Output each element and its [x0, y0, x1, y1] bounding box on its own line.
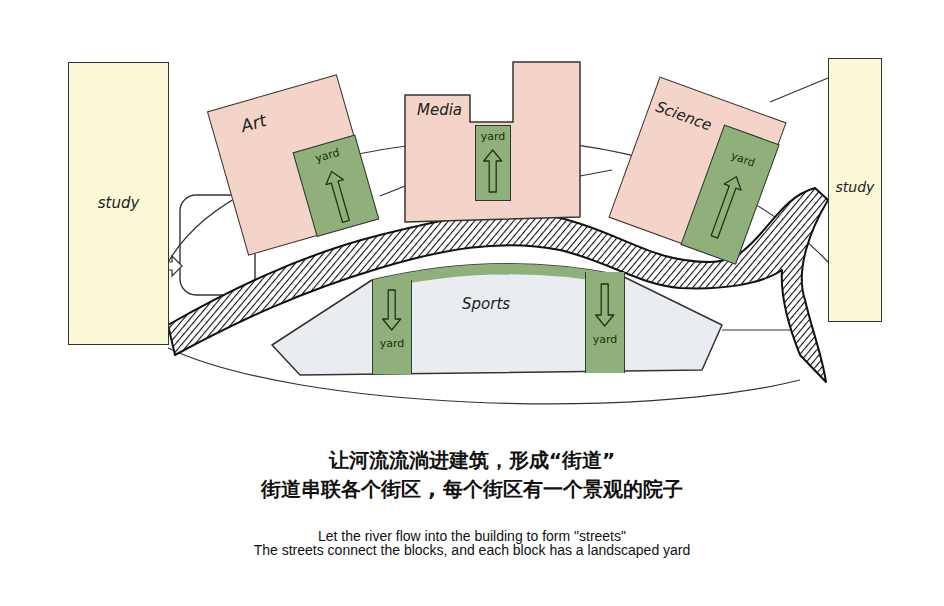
yard-label: yard [373, 338, 411, 351]
study-block: study [828, 58, 882, 322]
yard-label: yard [295, 142, 359, 172]
sports-block: Sports yard yard [272, 258, 722, 378]
block-label: Science [653, 99, 714, 135]
block-label: Art [239, 111, 269, 137]
caption-line: 让河流流淌进建筑，形成“街道” [0, 449, 944, 471]
block-label: study [69, 195, 168, 212]
flow-arrow-path [596, 284, 614, 326]
flow-arrow-path [383, 290, 401, 330]
ring-line [770, 78, 828, 102]
block-label: study [829, 179, 881, 195]
ring-line [380, 186, 405, 196]
flow-arrow-path [323, 169, 355, 224]
science-block: Scienceyard [608, 76, 786, 263]
art-block: Artyard [207, 74, 378, 255]
yard: yard [293, 135, 380, 238]
yard: yard [372, 280, 412, 374]
flow-arrow [586, 272, 626, 373]
yard: yard [475, 125, 511, 201]
flow-arrow [373, 280, 413, 374]
yard-label: yard [714, 144, 772, 175]
ring-line [722, 329, 790, 330]
flow-arrow-path [484, 150, 502, 192]
flow-arrow [681, 126, 780, 267]
caption-line: 街道串联各个街区 , 每个街区有一个景观的院子 [0, 478, 944, 500]
block-shape [272, 264, 722, 375]
flow-arrow-path [706, 174, 745, 240]
caption-line: The streets connect the blocks, and each… [0, 543, 944, 558]
block-shape [405, 62, 580, 222]
block-label: Sports [462, 296, 510, 313]
study-block: study [68, 62, 169, 345]
block-label: Media [417, 102, 462, 119]
yard-label: yard [476, 131, 510, 144]
yard-label: yard [586, 334, 624, 347]
ring-line [580, 170, 612, 176]
yard: yard [680, 124, 779, 265]
yard: yard [585, 272, 625, 373]
sports-block-outline [272, 258, 722, 378]
media-block: Media yard [405, 62, 580, 225]
